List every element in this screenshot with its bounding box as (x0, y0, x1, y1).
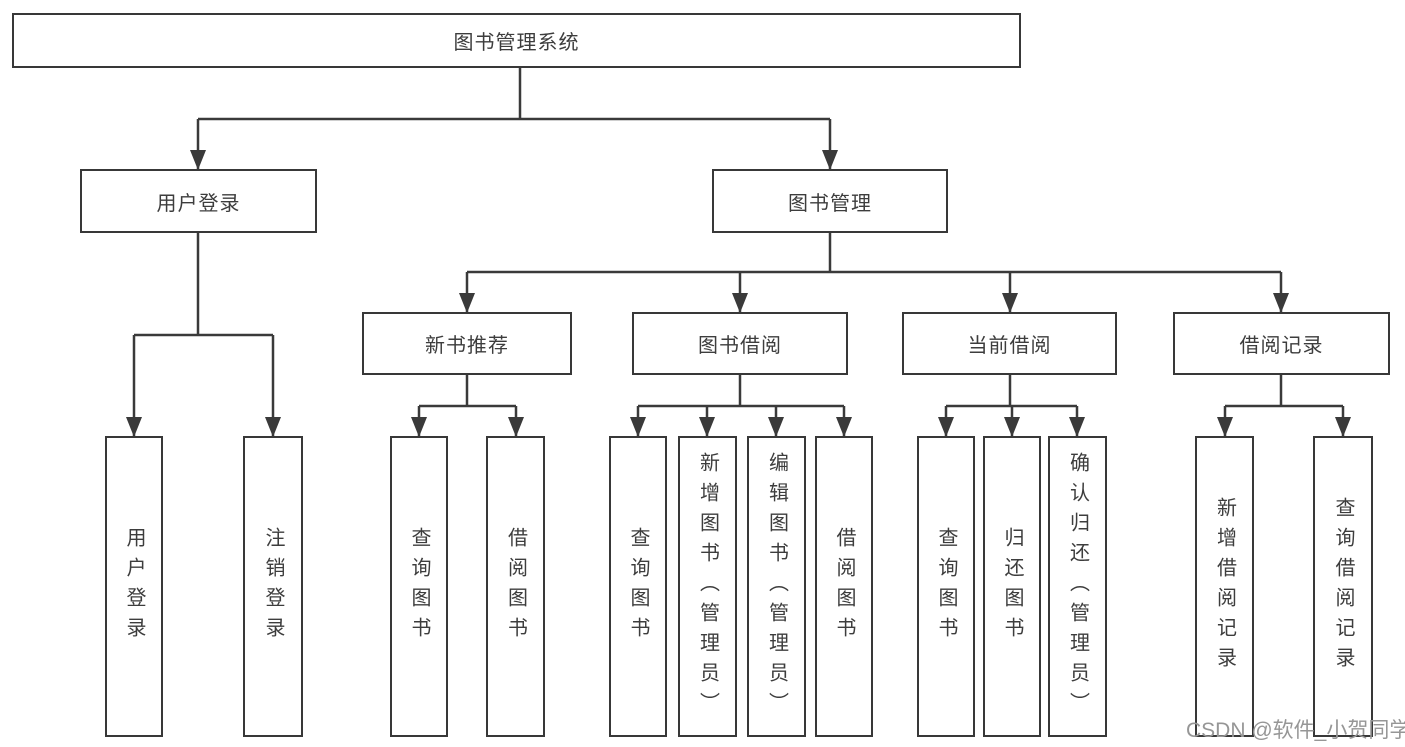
leaf-edit-book-admin: 编辑图书（管理员） (747, 436, 806, 737)
arrowhead-icon (1273, 293, 1289, 313)
leaf-label: 查询借阅记录 (1332, 496, 1354, 677)
node-library-management-system: 图书管理系统 (12, 13, 1021, 68)
leaf-borrow-book: 借阅图书 (815, 436, 873, 737)
arrowhead-icon (836, 417, 852, 437)
connector-root-to-level2 (196, 68, 832, 169)
arrowhead-icon (508, 417, 524, 437)
arrowhead-icon (938, 417, 954, 437)
arrowhead-icon (699, 417, 715, 437)
node-current-borrowing: 当前借阅 (902, 312, 1117, 375)
leaf-query-book: 查询图书 (609, 436, 667, 737)
arrowhead-icon (459, 293, 475, 313)
leaf-label: 归还图书 (1001, 526, 1023, 647)
arrowhead-icon (190, 150, 206, 170)
leaf-user-login: 用户登录 (105, 436, 163, 737)
node-borrow-records: 借阅记录 (1173, 312, 1390, 375)
node-book-borrowing: 图书借阅 (632, 312, 848, 375)
node-new-book-recommend: 新书推荐 (362, 312, 572, 375)
arrowhead-icon (126, 417, 142, 437)
connector-userlogin-to-leaves (132, 233, 275, 436)
leaf-label: 借阅图书 (504, 526, 527, 647)
leaf-add-borrow-record: 新增借阅记录 (1195, 436, 1254, 737)
leaf-query-book: 查询图书 (390, 436, 448, 737)
leaf-query-borrow-record: 查询借阅记录 (1313, 436, 1373, 737)
leaf-query-book: 查询图书 (917, 436, 975, 737)
arrowhead-icon (1217, 417, 1233, 437)
leaf-label: 编辑图书（管理员） (765, 451, 788, 722)
leaf-label: 新增借阅记录 (1213, 496, 1236, 677)
arrowhead-icon (265, 417, 281, 437)
arrowhead-icon (630, 417, 646, 437)
connector-bookmgmt-to-level3 (465, 233, 1283, 312)
leaf-add-book-admin: 新增图书（管理员） (678, 436, 737, 737)
arrowhead-icon (768, 417, 784, 437)
leaf-label: 查询图书 (935, 526, 957, 647)
arrowhead-icon (732, 293, 748, 313)
connector-bookborrow-to-leaves (636, 375, 846, 436)
leaf-label: 查询图书 (627, 526, 649, 647)
arrowhead-icon (822, 150, 838, 170)
leaf-label: 新增图书（管理员） (696, 451, 719, 722)
connector-borrowrecord-to-leaves (1223, 375, 1345, 436)
leaf-borrow-book: 借阅图书 (486, 436, 545, 737)
arrowhead-icon (1069, 417, 1085, 437)
leaf-label: 确认归还（管理员） (1066, 451, 1089, 722)
leaf-label: 查询图书 (408, 526, 430, 647)
leaf-label: 用户登录 (123, 526, 145, 647)
leaf-confirm-return-admin: 确认归还（管理员） (1048, 436, 1107, 737)
leaf-label: 借阅图书 (833, 526, 855, 647)
leaf-logout: 注销登录 (243, 436, 303, 737)
arrowhead-icon (411, 417, 427, 437)
arrowhead-icon (1002, 293, 1018, 313)
arrowheads (126, 150, 1351, 437)
arrowhead-icon (1335, 417, 1351, 437)
node-user-login: 用户登录 (80, 169, 317, 233)
arrowhead-icon (1004, 417, 1020, 437)
leaf-return-book: 归还图书 (983, 436, 1041, 737)
connector-newbook-to-leaves (417, 375, 518, 436)
node-book-management: 图书管理 (712, 169, 948, 233)
leaf-label: 注销登录 (262, 526, 284, 647)
csdn-watermark: CSDN @软件_小贺同学 (1186, 719, 1405, 742)
